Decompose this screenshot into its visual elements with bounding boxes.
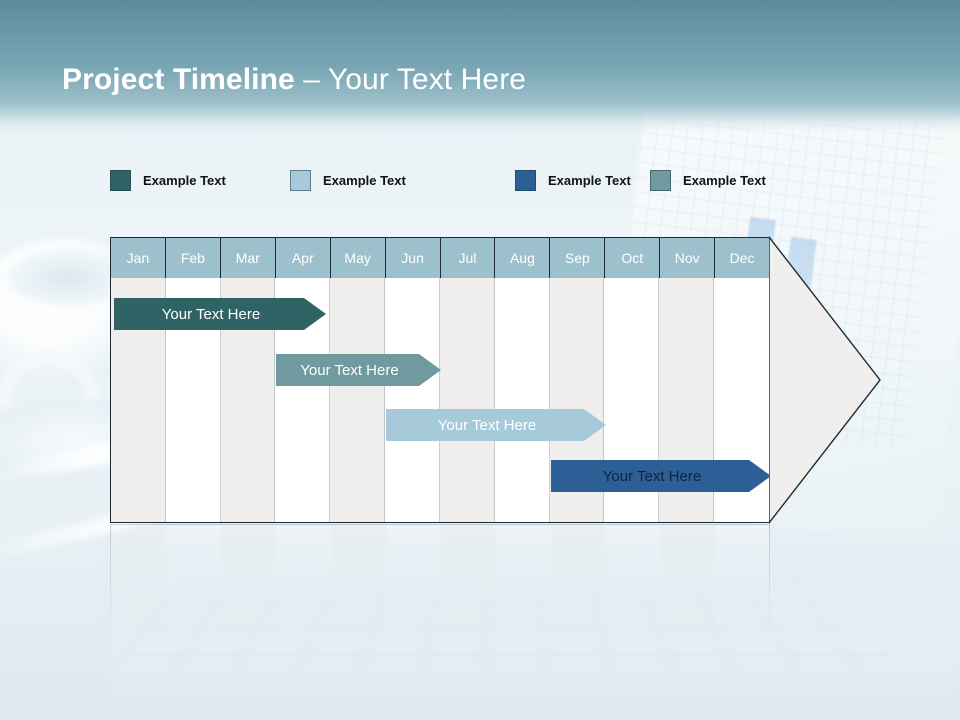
legend-swatch-icon xyxy=(110,169,131,191)
month-header-oct[interactable]: Oct xyxy=(605,238,661,278)
legend-item-3[interactable]: Example Text xyxy=(515,168,631,192)
background-cup-rim xyxy=(8,250,128,306)
legend-item-label: Example Text xyxy=(548,172,631,188)
month-header-jun[interactable]: Jun xyxy=(386,238,441,278)
legend-swatch-icon xyxy=(650,169,671,191)
month-header-apr[interactable]: Apr xyxy=(276,238,331,278)
legend-item-label: Example Text xyxy=(323,172,406,188)
page-title: Project Timeline – Your Text Here xyxy=(62,59,526,101)
month-header-sep[interactable]: Sep xyxy=(550,238,606,278)
month-column-oct xyxy=(604,238,660,522)
month-header-feb[interactable]: Feb xyxy=(166,238,221,278)
legend-item-1[interactable]: Example Text xyxy=(110,168,226,192)
month-column-mar xyxy=(220,238,276,522)
background-laptop xyxy=(110,540,960,720)
month-column-jul xyxy=(439,238,495,522)
month-header-jul[interactable]: Jul xyxy=(441,238,496,278)
month-column-feb xyxy=(166,238,221,522)
timeline-bar-1[interactable]: Your Text Here xyxy=(114,298,326,330)
month-column-jan xyxy=(111,238,166,522)
month-column-apr xyxy=(275,238,331,522)
timeline-arrow-head xyxy=(769,236,881,524)
page-title-rest: – Your Text Here xyxy=(294,63,527,96)
page-title-bold: Project Timeline xyxy=(62,63,295,96)
month-column-aug xyxy=(495,238,550,522)
legend-item-label: Example Text xyxy=(683,172,766,188)
legend-item-label: Example Text xyxy=(143,172,226,188)
title-band xyxy=(0,0,960,132)
timeline-bar-3[interactable]: Your Text Here xyxy=(386,409,606,441)
legend: Example Text Example Text Example Text Exam… xyxy=(110,168,810,194)
timeline-bar-4[interactable]: Your Text Here xyxy=(551,460,771,492)
legend-item-2[interactable]: Example Text xyxy=(290,168,406,192)
month-header-may[interactable]: May xyxy=(331,238,386,278)
month-header-dec[interactable]: Dec xyxy=(729,250,755,266)
legend-item-4[interactable]: Example Text xyxy=(650,168,766,192)
month-header-aug[interactable]: Aug xyxy=(495,238,551,278)
month-header-mar[interactable]: Mar xyxy=(221,238,276,278)
legend-swatch-icon xyxy=(290,169,311,191)
month-header-nov[interactable]: Nov xyxy=(660,238,716,278)
background-keyboard xyxy=(109,579,911,670)
month-column-jun xyxy=(385,238,440,522)
month-header-jan[interactable]: Jan xyxy=(111,238,166,278)
timeline-bar-2[interactable]: Your Text Here xyxy=(276,354,441,386)
legend-swatch-icon xyxy=(515,169,536,191)
